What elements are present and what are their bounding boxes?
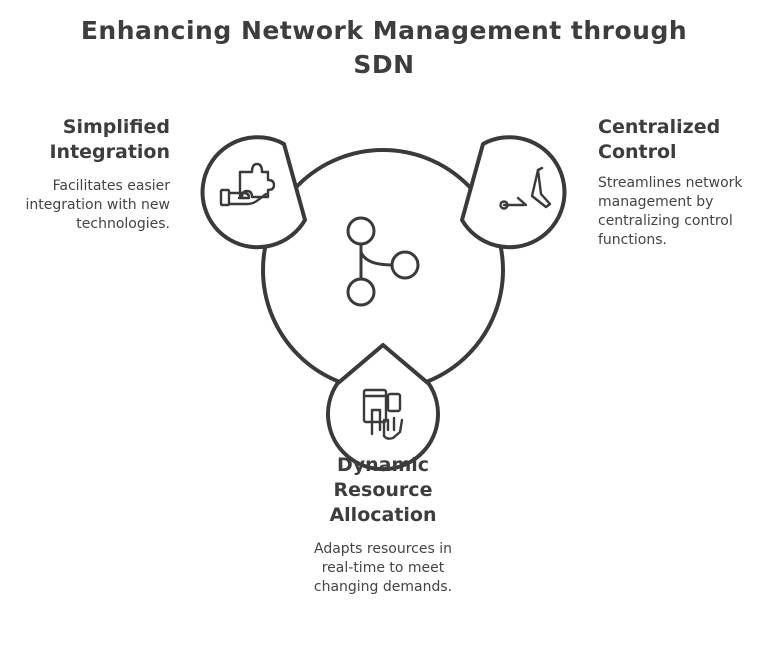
- diagram-title: Enhancing Network Management through SDN: [60, 14, 708, 82]
- right-teardrop: [460, 135, 567, 250]
- branch-network-icon: [346, 216, 420, 307]
- centralized-control-label: Centralized Control: [598, 116, 721, 163]
- simplified-integration-description: Facilitates easier integration with new …: [25, 178, 170, 232]
- title-line-2: SDN: [353, 50, 415, 79]
- centralized-control-description: Streamlines network management by centra…: [598, 175, 743, 248]
- joystick-icon: [499, 166, 552, 210]
- dynamic-resource-allocation-label: Dynamic Resource Allocation: [329, 454, 437, 526]
- dynamic-resource-allocation-description: Adapts resources in real-time to meet ch…: [313, 541, 453, 595]
- hand-puzzle-icon: [219, 162, 276, 207]
- bottom-teardrop: [326, 343, 440, 472]
- left-teardrop: [200, 135, 307, 250]
- devices-hand-icon: [362, 388, 404, 440]
- title-line-1: Enhancing Network Management through: [80, 16, 688, 45]
- simplified-integration-label: Simplified Integration: [49, 116, 170, 163]
